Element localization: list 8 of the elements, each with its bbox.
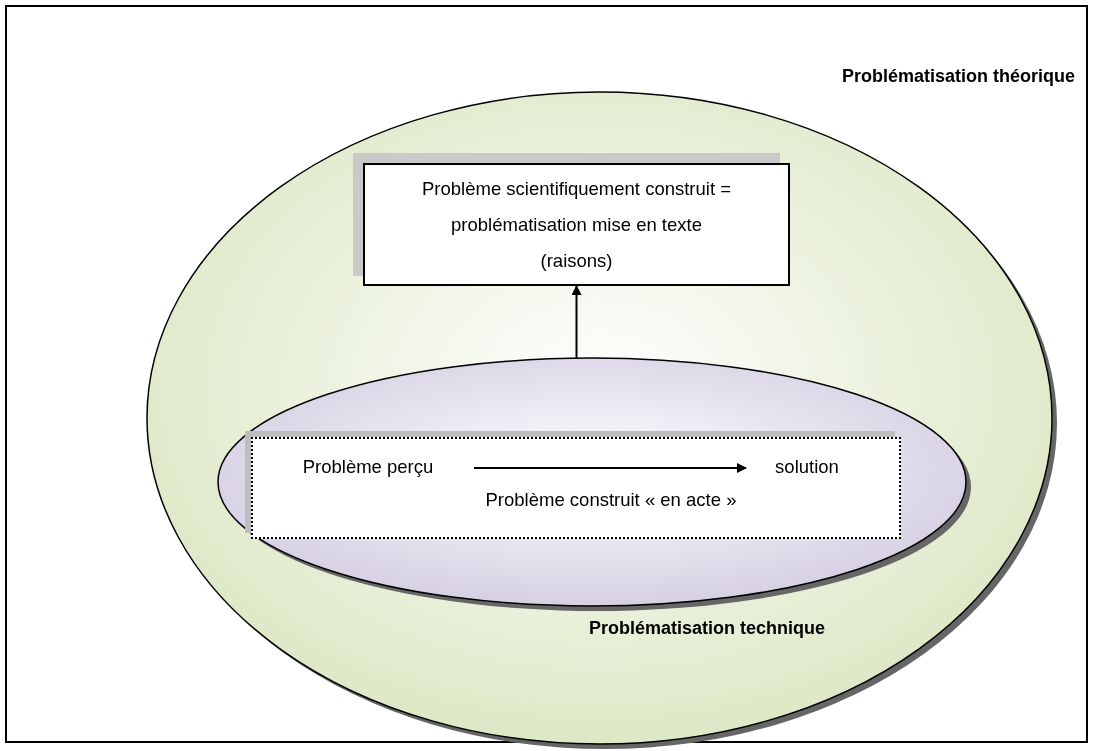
node-text: solution xyxy=(774,456,840,478)
box-text: Problème scientifiquement construit = problématisation mise en texte (raisons) xyxy=(421,176,732,273)
arrow xyxy=(473,463,747,473)
ellipse-label: Problématisation théorique xyxy=(840,66,1075,87)
box-caption: Problème construit « en acte » xyxy=(484,489,738,511)
node-text: Problème perçu xyxy=(301,456,435,478)
arrow xyxy=(571,285,582,359)
ellipse-label: Problématisation technique xyxy=(587,618,826,639)
